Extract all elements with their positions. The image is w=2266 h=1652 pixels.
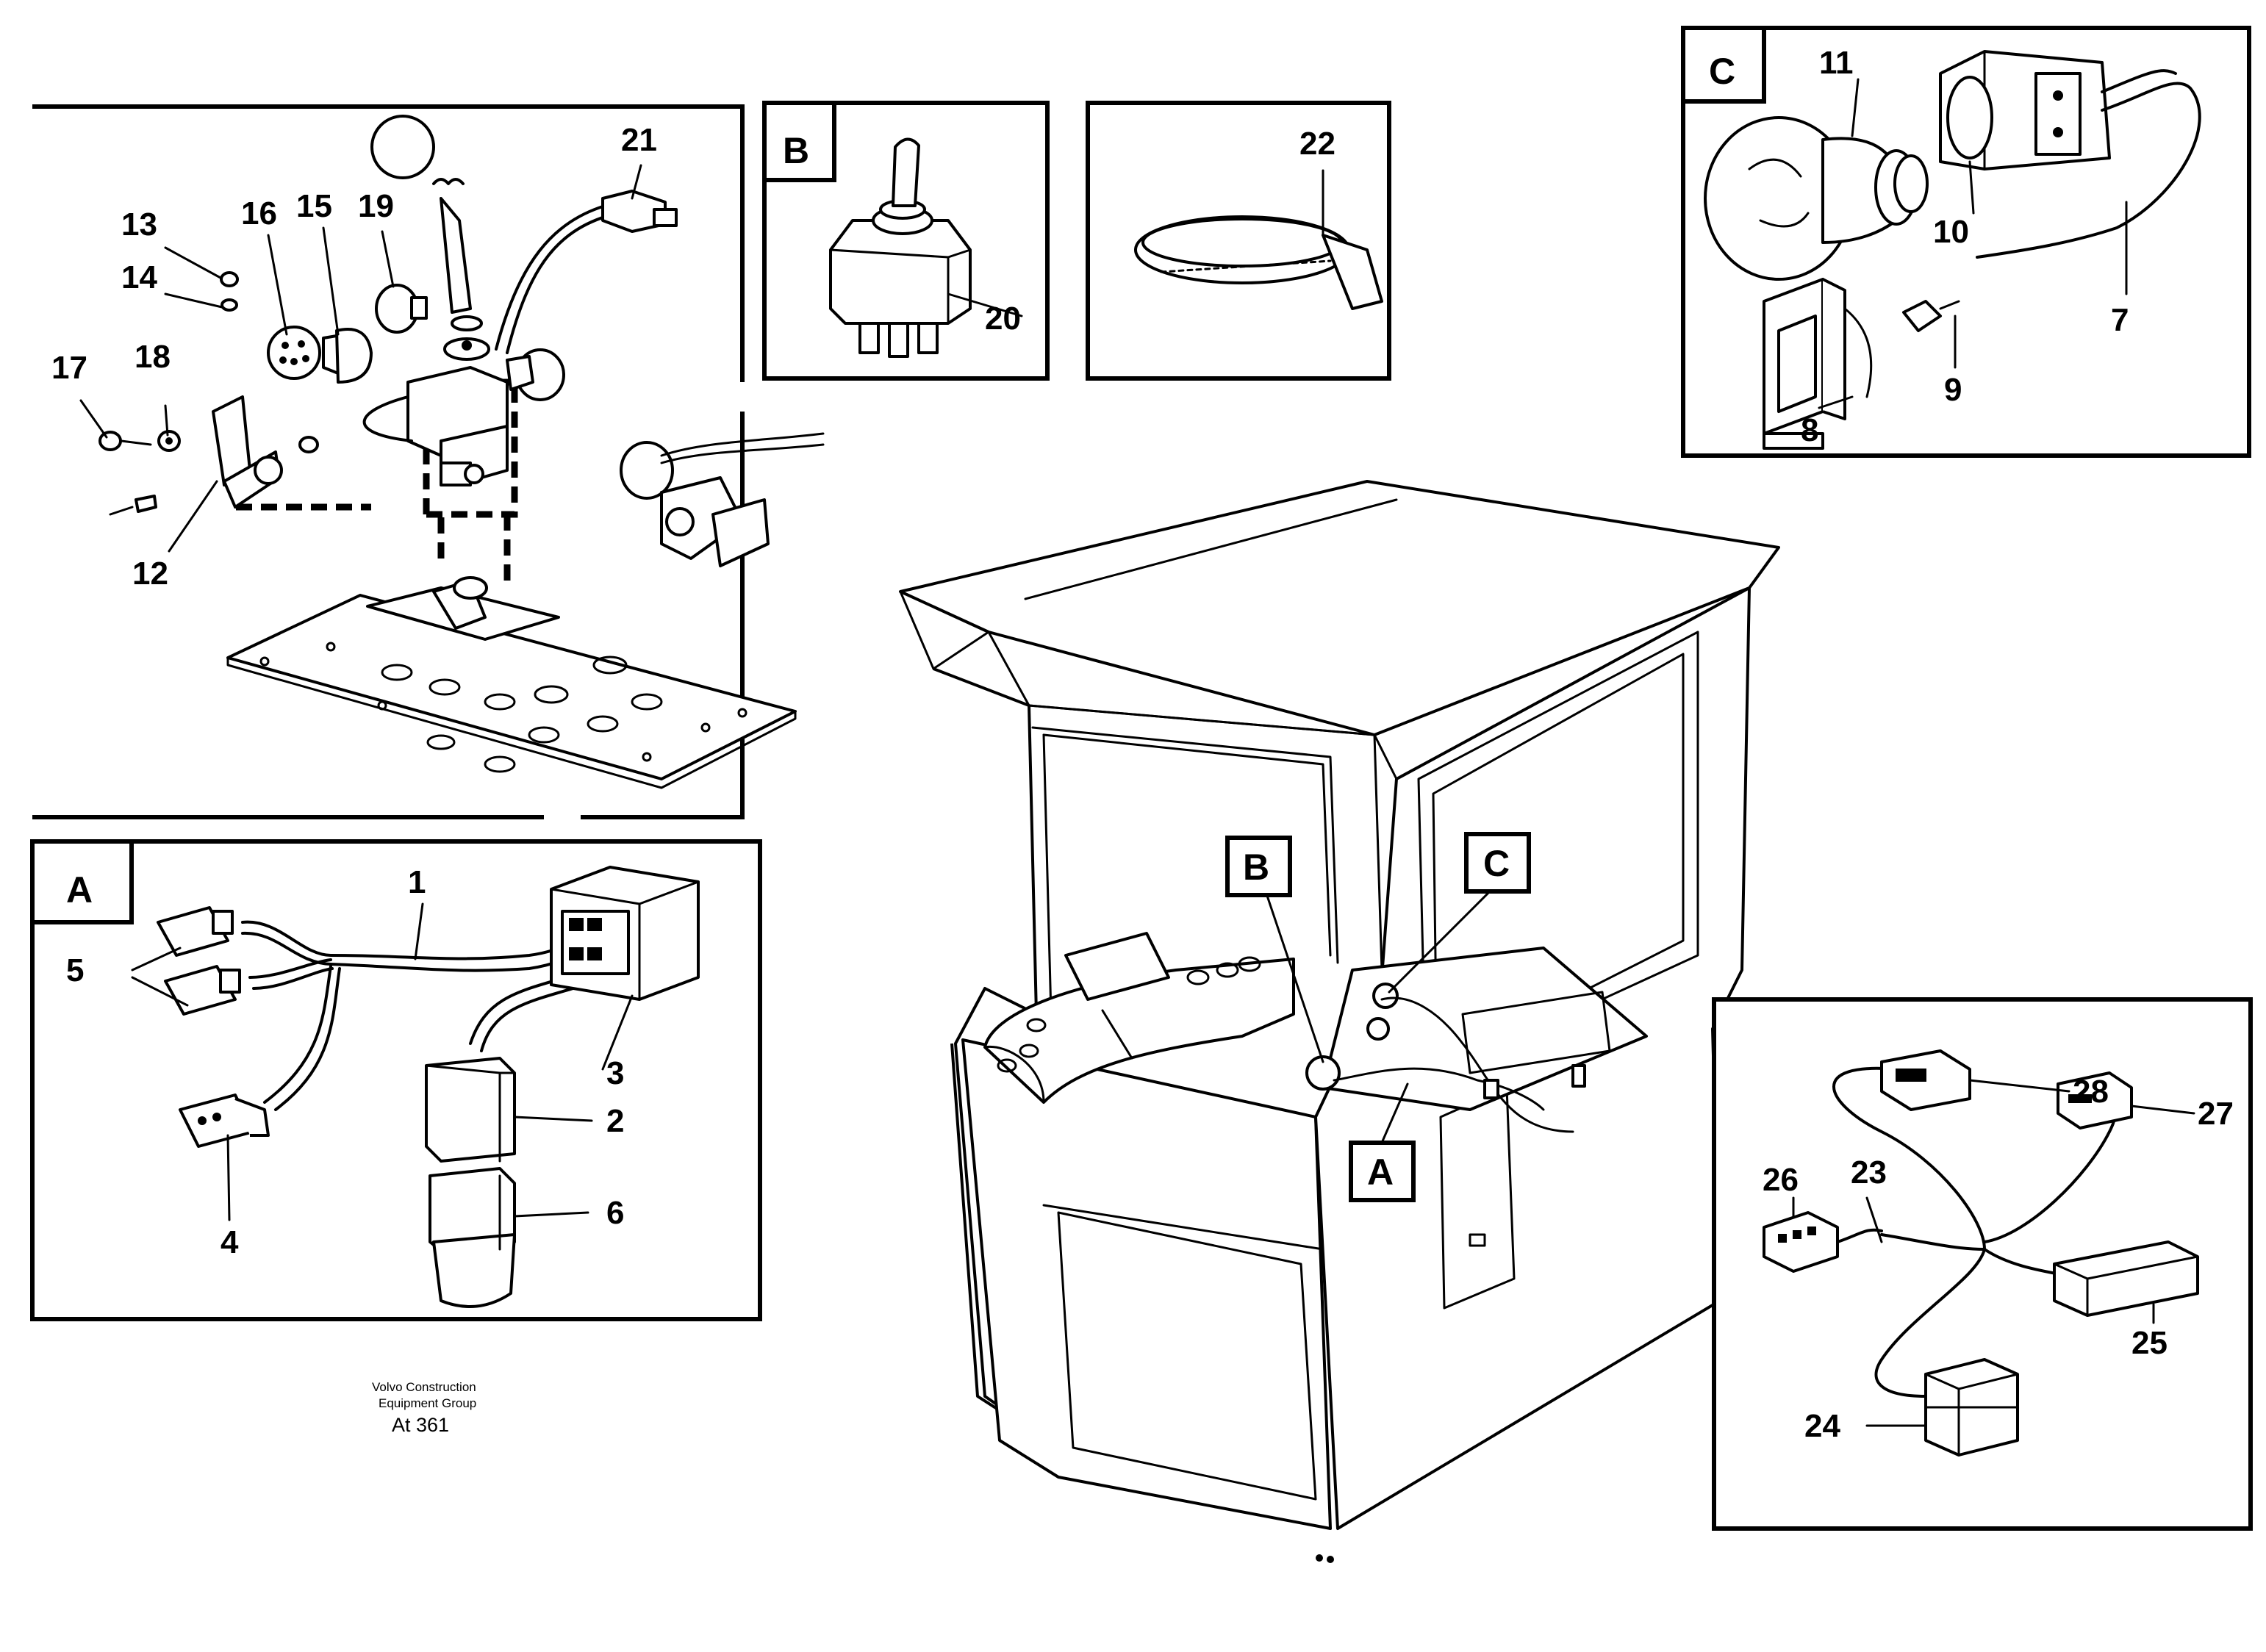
part-number-labels: 1 2 3 4 5 6 7 8 9 10 11 12 13 14 15 16 1… [51,45,2234,1444]
footer: Volvo Construction Equipment Group At 36… [372,1380,476,1436]
panel-harness [1712,997,2253,1531]
panel-switch-plate [32,104,825,819]
label-19: 19 [358,188,394,224]
label-3: 3 [606,1055,624,1091]
label-10: 10 [1933,214,1969,250]
label-24: 24 [1804,1408,1840,1444]
label-17: 17 [51,350,87,386]
plate-holes [259,642,747,773]
label-20: 20 [985,301,1021,337]
label-4: 4 [220,1224,239,1260]
cab-dashboard [983,958,1295,1104]
panel-a: A [30,839,762,1321]
label-6: 6 [606,1195,624,1231]
panel-b: B [762,101,1050,381]
callout-b-box [1225,836,1292,897]
panel-c: C [1681,26,2251,458]
callout-a-label: A [1367,1152,1394,1193]
label-9: 9 [1944,372,1962,408]
panel-b-label: B [783,130,809,171]
label-7: 7 [2111,302,2129,338]
footer-line1: Volvo Construction [372,1380,476,1394]
panel-c-label: C [1709,51,1735,92]
panel-cable-tie [1086,101,1391,381]
label-12: 12 [132,556,168,592]
label-1: 1 [408,864,426,900]
callout-b-label: B [1243,847,1269,888]
footer-line2: Equipment Group [379,1396,476,1410]
connector-26 [1763,1211,1839,1273]
label-15: 15 [296,188,332,224]
label-18: 18 [135,339,171,375]
connector-27 [2057,1071,2133,1130]
label-25: 25 [2131,1325,2168,1361]
label-14: 14 [121,259,157,295]
label-21: 21 [621,122,657,158]
callout-a-box [1349,1141,1416,1202]
label-23: 23 [1851,1154,1887,1190]
label-11: 11 [1819,45,1854,81]
label-28: 28 [2073,1074,2109,1110]
connector-2 [425,1057,516,1163]
panel-a-label: A [66,869,93,911]
callout-c-box [1464,832,1531,894]
label-5: 5 [66,952,84,988]
cap-15 [335,328,373,384]
label-26: 26 [1763,1162,1799,1198]
footer-drawing-ref: At 361 [392,1414,449,1436]
label-13: 13 [121,206,157,243]
callout-c-label: C [1483,843,1510,884]
cab-illustration: B C A [899,480,1780,1563]
leader-lines [79,78,2195,1427]
label-2: 2 [606,1103,624,1139]
connector-5a [157,906,229,957]
label-16: 16 [241,195,277,231]
label-27: 27 [2198,1096,2234,1132]
connector-25 [2053,1240,2199,1317]
label-8: 8 [1801,412,1818,448]
label-22: 22 [1299,126,1335,162]
lamp-holder [620,441,674,500]
disc-16 [267,326,321,380]
